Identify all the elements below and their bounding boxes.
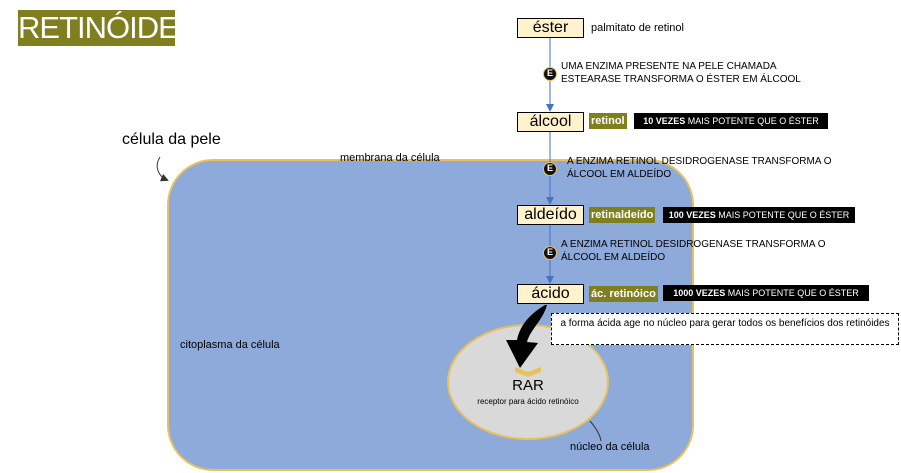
page-title: RETINÓIDES	[18, 10, 198, 46]
acido-potency-badge: 1000 VEZES MAIS POTENTE QUE O ÉSTER	[663, 285, 869, 301]
retinol-potency-badge: 10 VEZES MAIS POTENTE QUE O ÉSTER	[634, 113, 828, 129]
arrow-acido-to-rar	[506, 305, 547, 368]
step2-description: A ENZIMA RETINOL DESIDROGENASE TRANSFORM…	[567, 156, 832, 180]
enzyme-icon: E	[543, 162, 557, 176]
enzyme-icon: E	[543, 246, 557, 260]
cytoplasm-label: citoplasma da célula	[180, 339, 280, 351]
rar-chevron-icon	[515, 367, 541, 377]
step1-description: UMA ENZIMA PRESENTE NA PELE CHAMADA ESTE…	[561, 61, 801, 85]
nucleus-label: núcleo da célula	[570, 441, 650, 453]
potency-bold: 10 VEZES	[643, 116, 686, 126]
membrane-label: membrana da célula	[340, 152, 440, 164]
skin-cell-label: célula da pele	[122, 131, 221, 148]
enzyme-icon: E	[543, 67, 557, 81]
nucleus-pointer-icon	[589, 420, 602, 442]
retinol-label: retinol	[589, 113, 627, 129]
rar-title: RAR	[512, 377, 544, 394]
acido-retinoico-label: ác. retinóico	[589, 286, 658, 302]
acido-box: ácido	[517, 284, 584, 304]
potency-bold: 100 VEZES	[668, 210, 716, 220]
retinaldeido-label: retinaldeído	[589, 207, 656, 223]
step3-description: A ENZIMA RETINOL DESIDROGENASE TRANSFORM…	[561, 239, 826, 263]
aldeido-box: aldeído	[517, 205, 584, 225]
acid-action-note: a forma ácida age no núcleo para gerar t…	[551, 313, 899, 345]
ester-name: palmitato de retinol	[591, 22, 684, 34]
potency-rest: MAIS POTENTE QUE O ÉSTER	[725, 288, 859, 298]
potency-rest: MAIS POTENTE QUE O ÉSTER	[715, 210, 850, 220]
ester-box: éster	[517, 18, 584, 38]
skin-pointer-icon	[156, 156, 169, 182]
retinaldeido-potency-badge: 100 VEZES MAIS POTENTE QUE O ÉSTER	[663, 207, 855, 223]
alcool-box: álcool	[517, 112, 584, 132]
potency-rest: MAIS POTENTE QUE O ÉSTER	[685, 116, 819, 126]
potency-bold: 1000 VEZES	[673, 288, 726, 298]
rar-subtitle: receptor para ácido retinóico	[477, 397, 579, 406]
